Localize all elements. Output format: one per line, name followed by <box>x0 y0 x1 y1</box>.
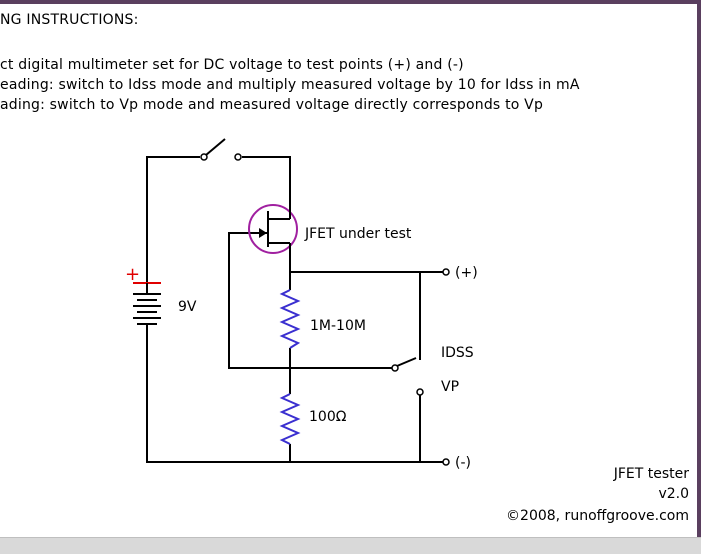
window-right-border <box>697 0 701 540</box>
resistor-100-ohm <box>279 393 301 445</box>
window-bottom-bar <box>0 537 701 554</box>
test-point-plus <box>442 268 450 276</box>
battery-label: 9V <box>178 299 197 315</box>
wires <box>146 156 443 463</box>
plus-point-label: (+) <box>455 265 478 281</box>
test-point-minus <box>442 458 450 466</box>
credits-version: v2.0 <box>658 486 689 502</box>
battery-plus-label: + <box>125 264 140 285</box>
credits-title: JFET tester <box>613 466 690 482</box>
wire-battery-top <box>146 156 200 294</box>
vp-label: VP <box>441 379 459 395</box>
minus-point-label: (-) <box>455 455 471 471</box>
instruction-line-1: ct digital multimeter set for DC voltage… <box>0 57 464 73</box>
power-switch <box>200 138 242 161</box>
instructions-heading: NG INSTRUCTIONS: <box>0 12 139 28</box>
resistor-2-label: 100Ω <box>309 409 347 425</box>
resistor-1m-10m <box>279 289 301 349</box>
wire-switch-drain <box>242 156 291 205</box>
wire-gate <box>228 232 392 369</box>
jfet-label: JFET under test <box>304 226 412 242</box>
instruction-line-2: eading: switch to Idss mode and multiply… <box>0 77 580 93</box>
battery-symbol <box>133 282 161 325</box>
resistor-1-label: 1M-10M <box>310 318 366 334</box>
credits-copyright: ©2008, runoffgroove.com <box>506 508 689 524</box>
window-top-border <box>0 0 701 4</box>
jfet-symbol <box>248 204 298 254</box>
wire-bottom <box>146 325 443 463</box>
idss-label: IDSS <box>441 345 474 361</box>
mode-switch <box>391 357 424 396</box>
instruction-line-3: ading: switch to Vp mode and measured vo… <box>0 97 544 113</box>
